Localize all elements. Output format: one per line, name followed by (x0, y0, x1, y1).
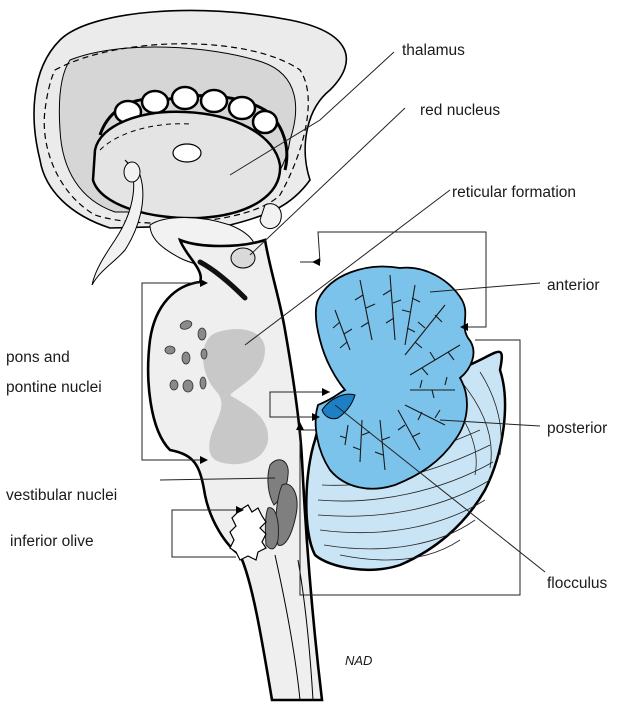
brainstem (148, 240, 322, 700)
label-thalamus: thalamus (402, 42, 465, 59)
label-vestibular-nuclei: vestibular nuclei (6, 487, 117, 504)
label-pons-line1: pons and (6, 349, 70, 366)
label-pons-line2: pontine nuclei (6, 379, 102, 396)
label-inferior-olive: inferior olive (10, 533, 94, 550)
red-nucleus (231, 248, 255, 268)
label-red-nucleus: red nucleus (420, 102, 500, 119)
label-flocculus: flocculus (547, 575, 608, 592)
label-posterior: posterior (547, 420, 607, 437)
cerebellum (306, 267, 505, 570)
artist-signature: NAD (345, 653, 372, 668)
label-reticular-formation: reticular formation (452, 184, 576, 201)
label-anterior: anterior (547, 277, 600, 294)
